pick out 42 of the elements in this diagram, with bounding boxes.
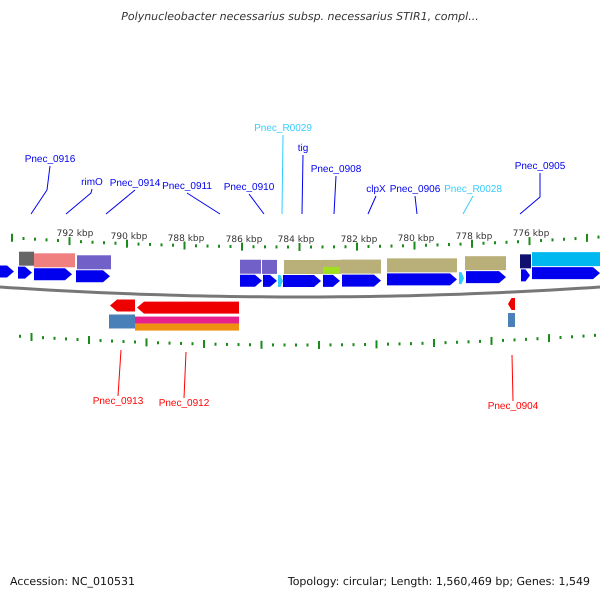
scale-label: 788 kbp [168,234,204,245]
scale-label: 782 kbp [340,234,378,246]
leader-line [118,350,122,396]
leader-line [282,134,284,214]
leader-line [512,354,514,402]
leader-line [184,352,186,398]
scale-label: 780 kbp [398,234,434,244]
gene-label: Pnec_0914 [110,178,160,190]
gene-label: Pnec_0911 [162,181,212,193]
gene-label: Pnec_0912 [158,398,210,410]
leader-line [248,194,264,214]
leader-line [30,166,50,214]
title: Polynucleobacter necessarius subsp. necessarius STIR1, compl... [120,10,480,23]
scale-label: 776 kbp [512,229,550,240]
gene-label: Pnec_0906 [390,184,440,196]
accession-text: Accession: NC_010531 [10,575,136,588]
leader-line [462,196,474,214]
gene-label: rimO [81,177,103,189]
scale-label: 784 kbp [278,234,314,246]
gene-label: Pnec_R0028 [444,184,502,196]
leader-line [66,188,92,214]
scale-label: 778 kbp [456,232,492,243]
leader-line [368,196,376,214]
gene-label: tig [298,143,308,155]
leader-line [334,176,336,214]
leader-line [302,154,304,214]
gene-label: clpX [366,184,386,196]
leader-line [414,196,418,214]
leader-line [106,190,136,214]
summary-text: Topology: circular; Length: 1,560,469 bp; Genes: 1,549 [288,575,590,588]
gene-label: Pnec_0908 [310,164,362,176]
gene-label: Pnec_R0029 [254,123,312,135]
leader-line [186,192,220,214]
scale-label: 790 kbp [110,232,148,243]
gene-label: Pnec_0916 [24,154,76,166]
gene-label: Pnec_0904 [488,401,538,413]
scale-label: 786 kbp [226,234,262,246]
gene-label: Pnec_0910 [224,182,274,194]
leader-line [520,172,540,214]
scale-label: 792 kbp [56,229,94,240]
gene-label: Pnec_0913 [92,396,144,408]
gene-label: Pnec_0905 [514,161,566,173]
